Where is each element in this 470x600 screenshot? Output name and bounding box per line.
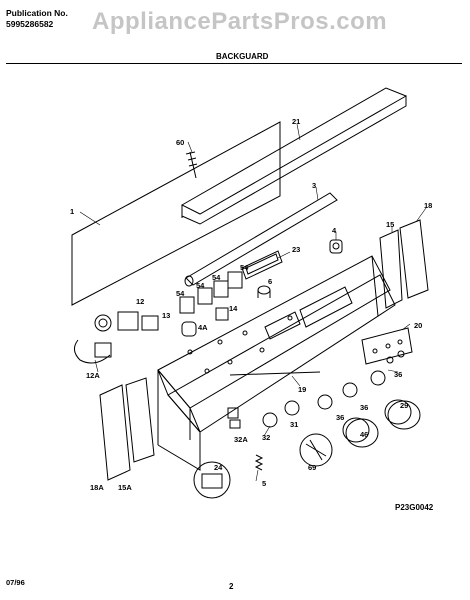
callout-label: 15A: [118, 483, 132, 492]
part-relays: [117, 311, 159, 331]
footer-date: 07/96: [6, 578, 25, 587]
publication-number: 5995286582: [6, 19, 54, 29]
callout-label: 14: [229, 304, 238, 313]
publication-label: Publication No.: [6, 8, 68, 18]
callout-label: 13: [162, 311, 170, 320]
page-number: 2: [229, 582, 234, 591]
callout-label: 18: [424, 201, 432, 210]
callout-label: 54: [240, 263, 249, 272]
part-right-trim-18: [399, 219, 429, 299]
part-knob-46: [342, 417, 379, 448]
callout-label: 15: [386, 220, 394, 229]
part-knobs-36: [317, 370, 386, 410]
part-control-panel: [157, 255, 396, 471]
callout-label: 31: [290, 420, 298, 429]
callout-label: 20: [414, 321, 422, 330]
part-tube-3: [184, 192, 338, 287]
callout-label: 5: [262, 479, 266, 488]
part-switch-holes: [187, 315, 293, 374]
section-title: BACKGUARD: [216, 52, 269, 61]
part-knob-29: [384, 399, 421, 430]
callout-label: 32A: [234, 435, 248, 444]
callout-label: 69: [308, 463, 316, 472]
leader-lines: [79, 123, 427, 482]
part-switches-54: [179, 271, 243, 314]
part-screw-60: [185, 151, 198, 179]
part-left-trim-18A: [99, 384, 131, 481]
callout-label: 19: [298, 385, 306, 394]
callout-label: 4: [332, 226, 337, 235]
callout-label: 54: [212, 273, 221, 282]
part-thermostat-12A: [74, 314, 112, 364]
header-rule: [6, 63, 462, 64]
callout-label: 12A: [86, 371, 100, 380]
part-screw-69: [299, 433, 333, 467]
callout-label: 23: [292, 245, 300, 254]
callout-label: 36: [336, 413, 344, 422]
watermark: AppliancePartsPros.com: [92, 8, 388, 35]
callout-label: 36: [360, 403, 368, 412]
callout-label: 54: [176, 289, 185, 298]
callout-label: 29: [400, 401, 408, 410]
part-spring-5: [254, 454, 264, 471]
part-top-trim: [180, 87, 408, 225]
callout-label: 32: [262, 433, 270, 442]
callout-label: 36: [394, 370, 402, 379]
callout-label: 1: [70, 207, 74, 216]
part-spacer-6: [257, 285, 271, 298]
callout-label: 12: [136, 297, 144, 306]
part-rod-19: [229, 371, 321, 376]
part-switch-24: [193, 461, 231, 499]
publication-header: Publication No. 5995286582: [6, 8, 68, 30]
part-right-endcap-15: [379, 229, 403, 309]
callout-label: 4A: [198, 323, 208, 332]
callout-label: 54: [196, 281, 205, 290]
part-clip-4: [329, 239, 343, 254]
part-lens-23: [241, 250, 283, 280]
figure-code: P23G0042: [395, 503, 434, 512]
callout-label: 18A: [90, 483, 104, 492]
part-bracket-20: [361, 327, 413, 365]
callout-label: 60: [176, 138, 184, 147]
callout-label: 46: [360, 430, 368, 439]
part-knobs-31-32: [227, 400, 300, 429]
part-rear-panel: [71, 121, 281, 306]
part-bracket-14: [181, 307, 229, 337]
callout-label: 21: [292, 117, 300, 126]
part-left-endcap-15A: [125, 377, 155, 463]
callout-label: 6: [268, 277, 272, 286]
callout-label: 3: [312, 181, 316, 190]
callout-label: 24: [214, 463, 223, 472]
